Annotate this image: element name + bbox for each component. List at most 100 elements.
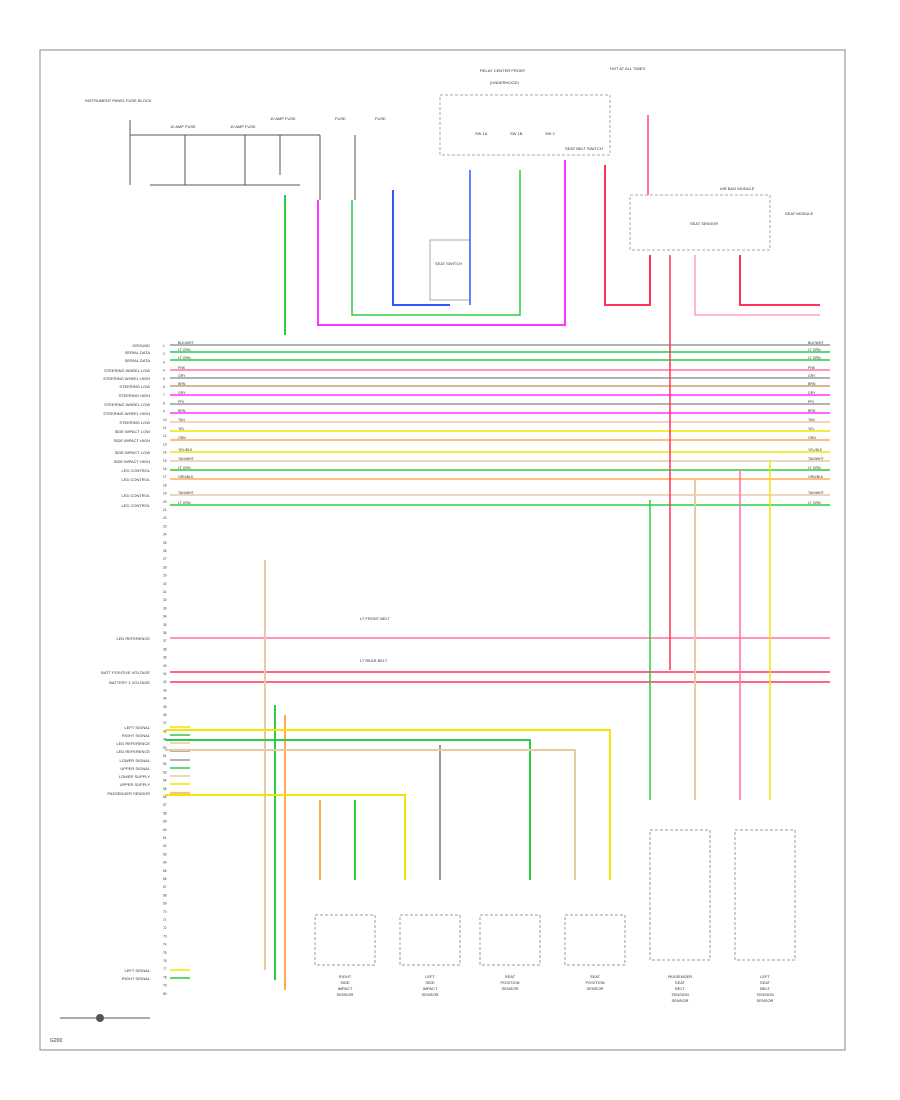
- relay-block-sublabel: (UNDERHOOD): [490, 80, 520, 85]
- wire-code: TAN/WHT: [178, 457, 195, 461]
- wire-code: LT GRN: [178, 356, 191, 360]
- sensor-label: LEFT: [760, 974, 770, 979]
- left-label: STEERING WHEEL HIGH: [103, 411, 150, 416]
- pin-number: 16: [163, 467, 167, 471]
- mid-ref-2: LT REAR BELT: [360, 658, 388, 663]
- pin-number: 72: [163, 926, 167, 930]
- pin-number: 44: [163, 697, 167, 701]
- pin-number: 60: [163, 828, 167, 832]
- pin-number: 53: [163, 770, 167, 774]
- pin-number: 21: [163, 508, 167, 512]
- pin-number: 22: [163, 516, 167, 520]
- wire-code-right: TAN: [808, 418, 815, 422]
- relay-block-label: RELAY CENTER FRONT: [480, 68, 526, 73]
- pin-number: 25: [163, 541, 167, 545]
- pin-number: 27: [163, 557, 167, 561]
- pin-number: 24: [163, 533, 167, 537]
- pin-number: 31: [163, 590, 167, 594]
- left-label: RIGHT SIGNAL: [122, 976, 151, 981]
- wire-code: LT GRN: [178, 501, 191, 505]
- sensor-label: LEFT: [425, 974, 435, 979]
- sensor-label: RIGHT: [339, 974, 352, 979]
- pin-number: 55: [163, 787, 167, 791]
- wire-code: YEL: [178, 427, 185, 431]
- wire-code-right: TAN/WHT: [808, 457, 825, 461]
- left-label: STEERING WHEEL LOW: [104, 368, 150, 373]
- sensor-label: SEAT: [590, 974, 601, 979]
- pin-number: 77: [163, 967, 167, 971]
- left-label: SERIAL DATA: [125, 350, 151, 355]
- sensor-label: SEAT: [760, 980, 771, 985]
- fuse-3-label: 10 AMP FUSE: [270, 116, 296, 121]
- sensor-label: SENSOR: [422, 992, 439, 997]
- pin-number: 40: [163, 664, 167, 668]
- pin-number: 42: [163, 680, 167, 684]
- left-label: SERIAL DATA: [125, 358, 151, 363]
- sensor-label: TENSION: [756, 992, 774, 997]
- pin-number: 61: [163, 836, 167, 840]
- wire-code: PPL: [178, 400, 185, 404]
- pin-number: 75: [163, 951, 167, 955]
- fuse-5-label: FUSE: [375, 116, 386, 121]
- pin-number: 66: [163, 877, 167, 881]
- wire-code-right: GRY: [808, 391, 816, 395]
- pin-number: 41: [163, 672, 167, 676]
- switch-1-label: SW 1A: [475, 131, 488, 136]
- pin-number: 54: [163, 779, 167, 783]
- wire-code: YEL/BLK: [178, 448, 193, 452]
- switch-3-label: SW 2: [545, 131, 556, 136]
- left-label: PASSENGER SENSOR: [107, 791, 150, 796]
- sensor-label: BELT: [675, 986, 685, 991]
- pin-number: 38: [163, 647, 167, 651]
- wire-code: TAN/WHT: [178, 491, 195, 495]
- wire-code: ORN: [178, 436, 186, 440]
- wire-code-right: YEL: [808, 427, 815, 431]
- wire-code: GRY: [178, 374, 186, 378]
- wire-code-right: LT GRN: [808, 348, 821, 352]
- sensor-label: SEAT: [505, 974, 516, 979]
- wire-code-right: ORN/BLK: [808, 475, 824, 479]
- left-label: SIDE IMPACT LOW: [115, 429, 151, 434]
- wire-code: BRN: [178, 409, 186, 413]
- sensor-label: SENSOR: [502, 986, 519, 991]
- left-labels: GROUND SERIAL DATA SERIAL DATA STEERING WHE…: [101, 343, 167, 996]
- wire-code: PNK: [178, 366, 186, 370]
- left-label: LED CONTROL: [122, 468, 151, 473]
- wire-code: ORN/BLK: [178, 475, 194, 479]
- left-label: BATT POSITIVE VOLTAGE: [101, 670, 150, 675]
- pin-number: 8: [163, 401, 165, 405]
- sensor-label: PASSENGER: [668, 974, 693, 979]
- left-label: LEFT SIGNAL: [125, 725, 151, 730]
- pin-number: 74: [163, 943, 167, 947]
- wire-code-right: LT GRN: [808, 466, 821, 470]
- sensor-label: SIDE: [425, 980, 435, 985]
- pin-number: 67: [163, 885, 167, 889]
- sensor-label: POSITION: [500, 980, 519, 985]
- wire-code: GRY: [178, 391, 186, 395]
- pin-number: 23: [163, 524, 167, 528]
- wire-code-right: LT GRN: [808, 501, 821, 505]
- pin-number: 49: [163, 738, 167, 742]
- fuse-4-label: FUSE: [335, 116, 346, 121]
- pin-number: 63: [163, 852, 167, 856]
- left-label: SIDE IMPACT HIGH: [114, 459, 150, 464]
- pin-number: 32: [163, 598, 167, 602]
- pin-number: 14: [163, 451, 167, 455]
- pin-number: 71: [163, 918, 167, 922]
- pin-number: 29: [163, 574, 167, 578]
- mid-ref-1: LT FRONT BELT: [360, 616, 390, 621]
- pin-number: 2: [163, 352, 165, 356]
- left-label: UPPER SIGNAL: [120, 766, 150, 771]
- left-label: RIGHT SIGNAL: [122, 733, 151, 738]
- pin-number: 17: [163, 475, 167, 479]
- pin-number: 39: [163, 656, 167, 660]
- left-label: GROUND: [132, 343, 150, 348]
- wire-code-right: ORN: [808, 436, 816, 440]
- wire-code-right: TAN/WHT: [808, 491, 825, 495]
- air-bag-module-label: AIR BAG MODULE: [720, 186, 755, 191]
- wire-code-right: LT GRN: [808, 356, 821, 360]
- pin-number: 50: [163, 746, 167, 750]
